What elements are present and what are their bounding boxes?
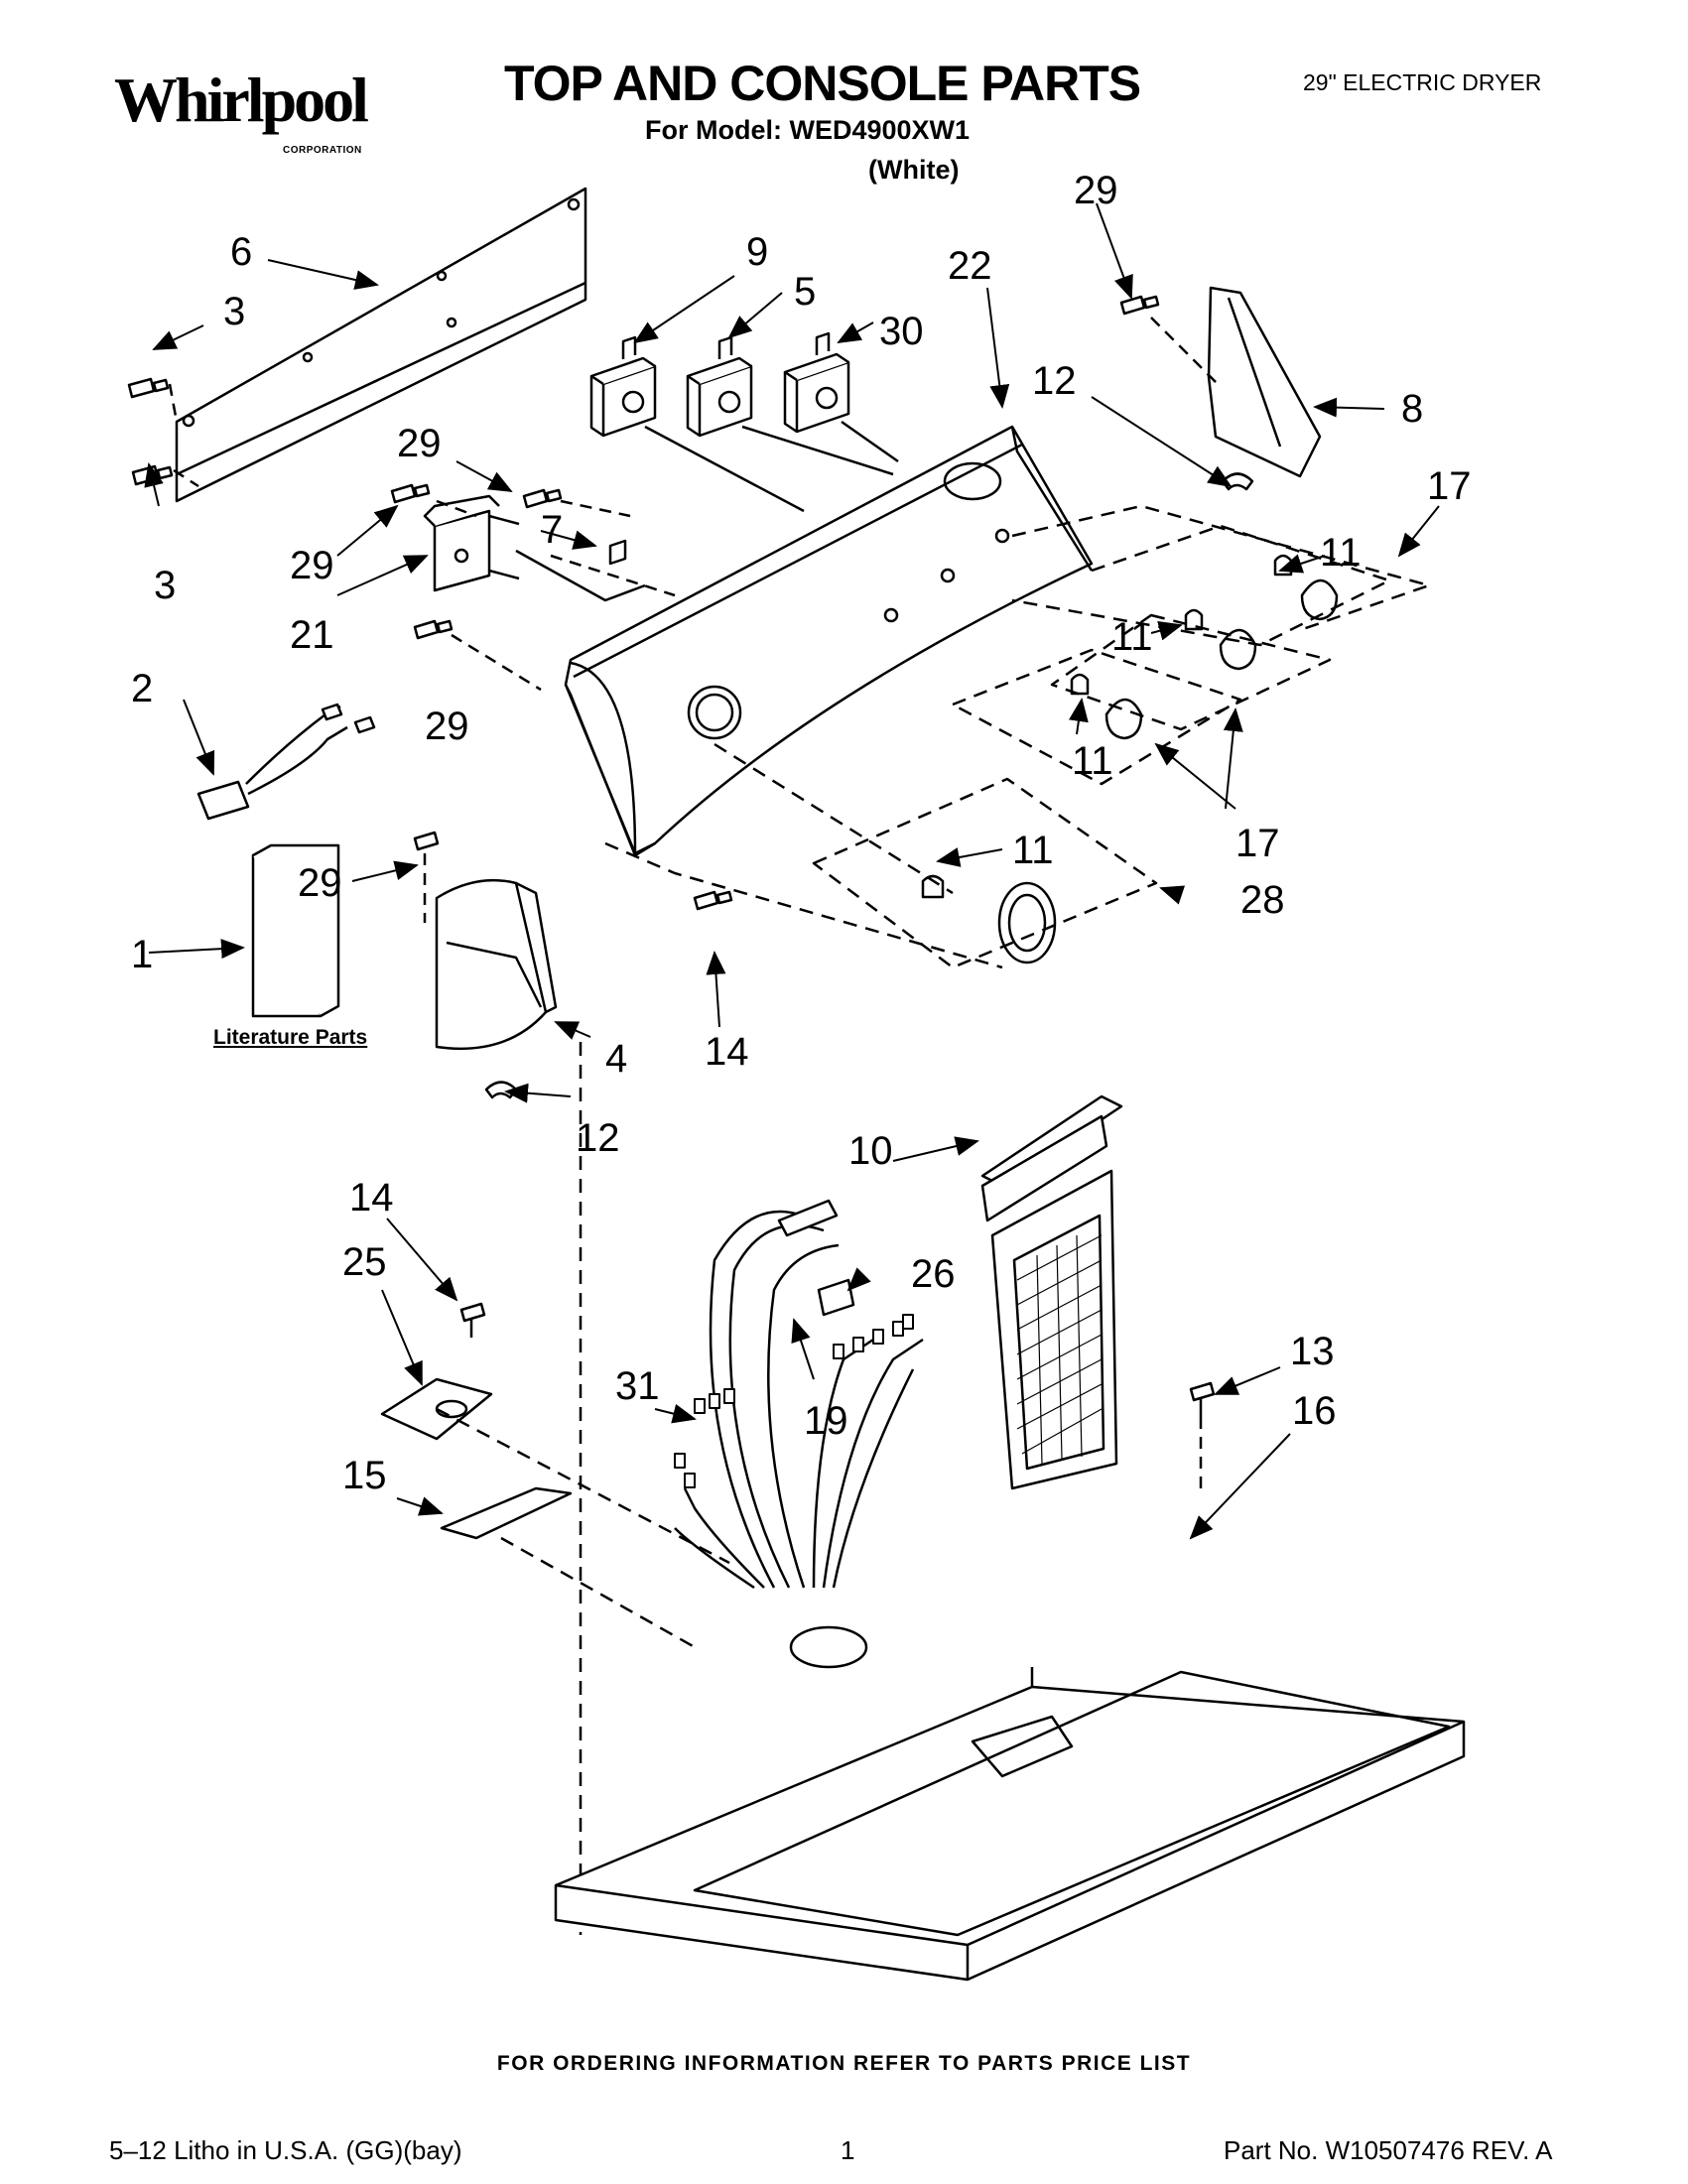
callout-11: 11: [1111, 615, 1153, 659]
callout-29: 29: [298, 861, 342, 905]
callout-14: 14: [349, 1176, 394, 1220]
litho-info: 5–12 Litho in U.S.A. (GG)(bay): [109, 2135, 462, 2165]
model-line: For Model: WED4900XW1: [645, 115, 971, 145]
leader-arrows: [144, 202, 1440, 1540]
part-4-end-cap: [435, 878, 558, 1051]
part-15-plate: [440, 1486, 573, 1540]
part-28-dial: [604, 742, 1158, 969]
knob-dashed-frames: [951, 504, 1431, 786]
callout-5: 5: [794, 270, 817, 314]
part-29-screws: [390, 295, 1160, 923]
part-2-harness: [196, 703, 376, 821]
part-6-rear-panel: [175, 187, 587, 503]
callout-29: 29: [425, 705, 469, 748]
callout-19: 19: [804, 1399, 848, 1443]
callout-22: 22: [948, 244, 992, 288]
part-10-lint-screen: [980, 1094, 1123, 1490]
part-9-switch: [589, 335, 657, 438]
callout-11: 11: [1012, 829, 1054, 872]
callout-11: 11: [1320, 531, 1362, 575]
literature-parts-label: Literature Parts: [213, 1026, 368, 1049]
callout-13: 13: [1290, 1330, 1335, 1373]
brand-sub: CORPORATION: [283, 145, 362, 156]
part-5-switch: [686, 335, 753, 438]
callout-30: 30: [879, 310, 924, 353]
callout-29: 29: [290, 544, 334, 587]
callout-26: 26: [911, 1252, 956, 1296]
callout-4: 4: [605, 1037, 628, 1081]
product-type: 29" ELECTRIC DRYER: [1303, 69, 1542, 95]
callout-15: 15: [342, 1454, 387, 1497]
callout-31: 31: [615, 1364, 660, 1408]
callout-6: 6: [230, 230, 253, 274]
callout-3: 3: [154, 564, 177, 607]
callout-17: 17: [1427, 464, 1472, 508]
callout-21: 21: [290, 613, 334, 657]
ordering-info: FOR ORDERING INFORMATION REFER TO PARTS …: [496, 2052, 1192, 2075]
part-number: Part No. W10507476 REV. A: [1224, 2135, 1553, 2165]
callout-17: 17: [1235, 822, 1280, 865]
part-22-console: [564, 425, 1094, 857]
callout-14: 14: [705, 1030, 749, 1074]
model-color: (White): [868, 155, 960, 185]
callout-25: 25: [342, 1240, 387, 1284]
callout-8: 8: [1401, 387, 1424, 431]
callout-9: 9: [746, 230, 769, 274]
part-31-harness: [674, 1199, 924, 1590]
part-30-switch: [783, 331, 850, 434]
callout-28: 28: [1240, 878, 1285, 922]
part-16-top: [554, 1625, 1466, 1982]
page-title: TOP AND CONSOLE PARTS: [504, 56, 1141, 111]
callout-29: 29: [397, 422, 442, 465]
callout-3: 3: [223, 290, 246, 333]
callout-29: 29: [1074, 169, 1118, 212]
callout-10: 10: [848, 1129, 893, 1173]
callout-16: 16: [1292, 1389, 1337, 1433]
callout-12: 12: [1032, 359, 1077, 403]
callout-2: 2: [131, 667, 154, 710]
callout-7: 7: [541, 508, 564, 552]
callout-1: 1: [131, 933, 154, 976]
part-8-bracket: [1150, 286, 1322, 478]
page-number: 1: [841, 2135, 855, 2165]
callout-12: 12: [576, 1116, 620, 1160]
callout-11: 11: [1072, 739, 1113, 783]
brand-logo: Whirlpool: [114, 64, 369, 135]
